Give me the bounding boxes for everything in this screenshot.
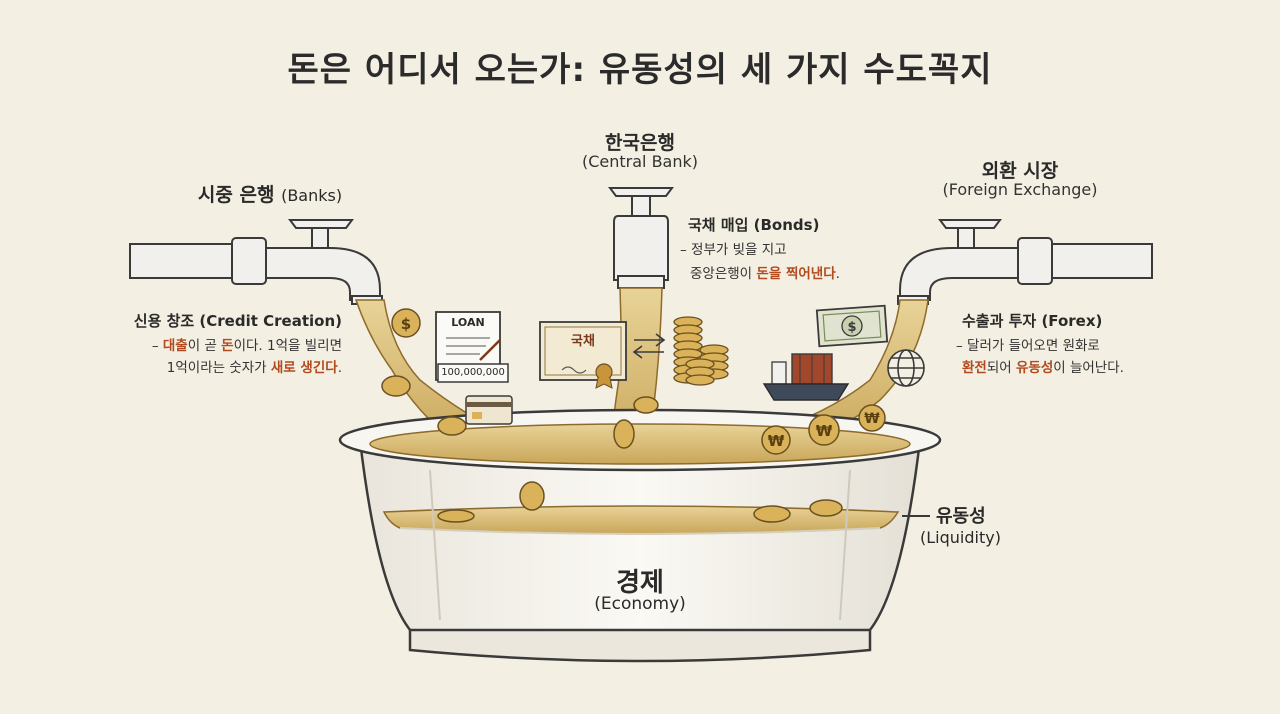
central-note-title: 국채 매입 (Bonds) bbox=[688, 216, 820, 234]
svg-text:₩: ₩ bbox=[816, 422, 833, 440]
banks-name: 시중 은행 bbox=[197, 184, 275, 206]
page-title: 돈은 어디서 오는가: 유동성의 세 가지 수도꼭지 bbox=[287, 50, 993, 90]
globe-icon bbox=[887, 349, 925, 387]
bond-label: 국채 bbox=[571, 334, 595, 349]
forex-note-line-1: – 달러가 들어오면 원화로 bbox=[956, 338, 1100, 354]
won-coin-icon: ₩ ₩ ₩ bbox=[761, 404, 886, 455]
bond-certificate-icon bbox=[539, 321, 627, 389]
economy-label: 경제 bbox=[616, 568, 664, 598]
central-bank-faucet-icon bbox=[608, 187, 674, 289]
banks-title: 시중 은행 (Banks) bbox=[150, 180, 390, 207]
svg-text:₩: ₩ bbox=[768, 432, 785, 450]
banks-note-line-2: 1억이라는 숫자가 새로 생긴다. bbox=[166, 360, 342, 376]
credit-card-icon bbox=[465, 395, 513, 425]
coin-dollar-symbol: $ bbox=[401, 315, 411, 333]
forex-name: 외환 시장 bbox=[981, 160, 1059, 182]
economy-label-en: (Economy) bbox=[594, 594, 686, 614]
forex-name-en: (Foreign Exchange) bbox=[942, 180, 1098, 199]
forex-note-line-2: 환전되어 유동성이 늘어난다. bbox=[962, 360, 1124, 376]
cargo-ship-icon bbox=[762, 353, 850, 401]
exchange-arrows-icon bbox=[632, 333, 666, 359]
bathtub-icon bbox=[338, 408, 942, 663]
svg-text:$: $ bbox=[847, 320, 856, 335]
loan-document-icon bbox=[435, 311, 509, 383]
coin-icon bbox=[381, 308, 843, 523]
liquidity-label: 유동성 bbox=[936, 506, 986, 527]
forex-note-title: 수출과 투자 (Forex) bbox=[962, 312, 1103, 330]
central-bank-name-en: (Central Bank) bbox=[581, 152, 698, 171]
banks-faucet-icon bbox=[129, 219, 383, 305]
banks-name-en: (Banks) bbox=[281, 186, 343, 205]
central-note-line-2: 중앙은행이 돈을 찍어낸다. bbox=[690, 266, 840, 282]
dollar-bill-icon: $ bbox=[815, 304, 889, 348]
coin-stack-icon bbox=[673, 316, 729, 386]
liquidity-label-en: (Liquidity) bbox=[920, 528, 1001, 547]
banks-note-title: 신용 창조 (Credit Creation) bbox=[133, 312, 342, 330]
loan-amount: 100,000,000 bbox=[441, 367, 505, 378]
central-bank-name: 한국은행 bbox=[605, 132, 675, 154]
loan-doc-label: LOAN bbox=[451, 316, 485, 329]
central-note-line-1: – 정부가 빚을 지고 bbox=[680, 242, 787, 258]
svg-text:₩: ₩ bbox=[864, 411, 880, 427]
forex-faucet-icon bbox=[897, 219, 1153, 305]
banks-note-line-1: – 대출이 곧 돈이다. 1억을 빌리면 bbox=[151, 338, 342, 354]
